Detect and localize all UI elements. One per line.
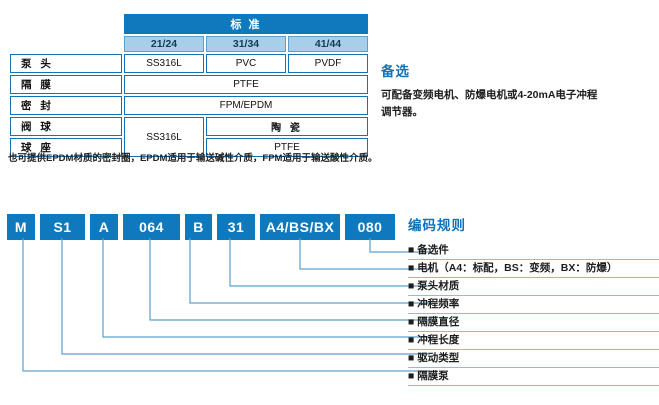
leader-line-drive-type: [61, 238, 430, 355]
table-header-row: 标 准: [10, 14, 369, 34]
code-block-5[interactable]: 31: [217, 214, 255, 240]
leader-line-motor: [299, 238, 430, 270]
legend-title: 编码规则: [408, 218, 466, 233]
cell-pump-head-2124: SS316L: [124, 54, 204, 73]
cell-pump-head-4144: PVDF: [288, 54, 369, 73]
table-subheader-row: 21/24 31/34 41/44: [10, 36, 369, 52]
table-row: 阀 球 SS316L 陶 瓷: [10, 117, 369, 157]
legend-item-4: ■ 隔膜直径: [408, 314, 659, 332]
specification-table: 标 准 21/24 31/34 41/44 泵 头 SS316L PVC PVD…: [8, 12, 369, 159]
leader-line-diaphragm-diameter: [149, 238, 430, 321]
legend-item-7: ■ 隔膜泵: [408, 368, 659, 386]
legend-item-list: ■ 备选件■ 电机（A4：标配，BS：变频，BX：防爆）■ 泵头材质■ 冲程频率…: [408, 242, 659, 386]
options-text-line1: 可配备变频电机、防爆电机或4-20mA电子冲程: [381, 89, 598, 101]
row-label-ball-seat: 球 座: [10, 138, 122, 157]
options-title: 备选: [381, 64, 410, 79]
code-legend: 编码规则 ■ 备选件■ 电机（A4：标配，BS：变频，BX：防爆）■ 泵头材质■…: [408, 214, 659, 386]
cell-diaphragm-all: PTFE: [124, 75, 369, 94]
code-block-4[interactable]: B: [185, 214, 212, 240]
cell-pump-head-3134: PVC: [206, 54, 286, 73]
table-row: 密 封 FPM/EPDM: [10, 96, 369, 115]
table-footnote: 也可提供EPDM材质的密封圈，EPDM适用于输送碱性介质，FPM适用于输送酸性介…: [8, 153, 378, 164]
options-panel: 备选 可配备变频电机、防爆电机或4-20mA电子冲程 调节器。: [381, 60, 651, 121]
leader-line-pump-head-material: [229, 238, 430, 287]
header-standard: 标 准: [124, 14, 369, 34]
code-block-2[interactable]: A: [90, 214, 118, 240]
leader-line-stroke-length: [102, 238, 430, 338]
subheader-spacer: [10, 36, 122, 52]
cell-valve-ball-ceramic: 陶 瓷: [206, 117, 369, 136]
legend-item-5: ■ 冲程长度: [408, 332, 659, 350]
leader-line-stroke-frequency: [189, 238, 430, 304]
cell-valve-ball-2124: SS316L: [124, 117, 204, 157]
legend-item-0: ■ 备选件: [408, 242, 659, 260]
row-label-seal: 密 封: [10, 96, 122, 115]
row-label-pump-head: 泵 头: [10, 54, 122, 73]
legend-item-1: ■ 电机（A4：标配，BS：变频，BX：防爆）: [408, 260, 659, 278]
table-row: 隔 膜 PTFE: [10, 75, 369, 94]
code-block-7[interactable]: 080: [345, 214, 395, 240]
subheader-21-24: 21/24: [124, 36, 204, 52]
row-label-diaphragm: 隔 膜: [10, 75, 122, 94]
code-block-1[interactable]: S1: [40, 214, 85, 240]
row-label-valve-ball: 阀 球: [10, 117, 122, 136]
table-row: 泵 头 SS316L PVC PVDF: [10, 54, 369, 73]
subheader-41-44: 41/44: [288, 36, 369, 52]
header-spacer: [10, 14, 122, 34]
leader-line-diaphragm-pump: [22, 238, 430, 372]
spec-table-grid: 标 准 21/24 31/34 41/44 泵 头 SS316L PVC PVD…: [8, 12, 370, 159]
table-row: 球 座 PTFE: [10, 138, 369, 157]
legend-item-3: ■ 冲程频率: [408, 296, 659, 314]
options-text-line2: 调节器。: [381, 106, 423, 118]
subheader-31-34: 31/34: [206, 36, 286, 52]
cell-ball-seat-ptfe: PTFE: [206, 138, 369, 157]
legend-item-6: ■ 驱动类型: [408, 350, 659, 368]
leader-line-optional-parts: [369, 238, 430, 253]
legend-item-2: ■ 泵头材质: [408, 278, 659, 296]
leader-lines-svg: [22, 238, 430, 372]
leader-lines: [0, 238, 430, 400]
code-block-6[interactable]: A4/BS/BX: [260, 214, 340, 240]
cell-seal-all: FPM/EPDM: [124, 96, 369, 115]
code-block-0[interactable]: M: [7, 214, 35, 240]
code-block-3[interactable]: 064: [123, 214, 180, 240]
